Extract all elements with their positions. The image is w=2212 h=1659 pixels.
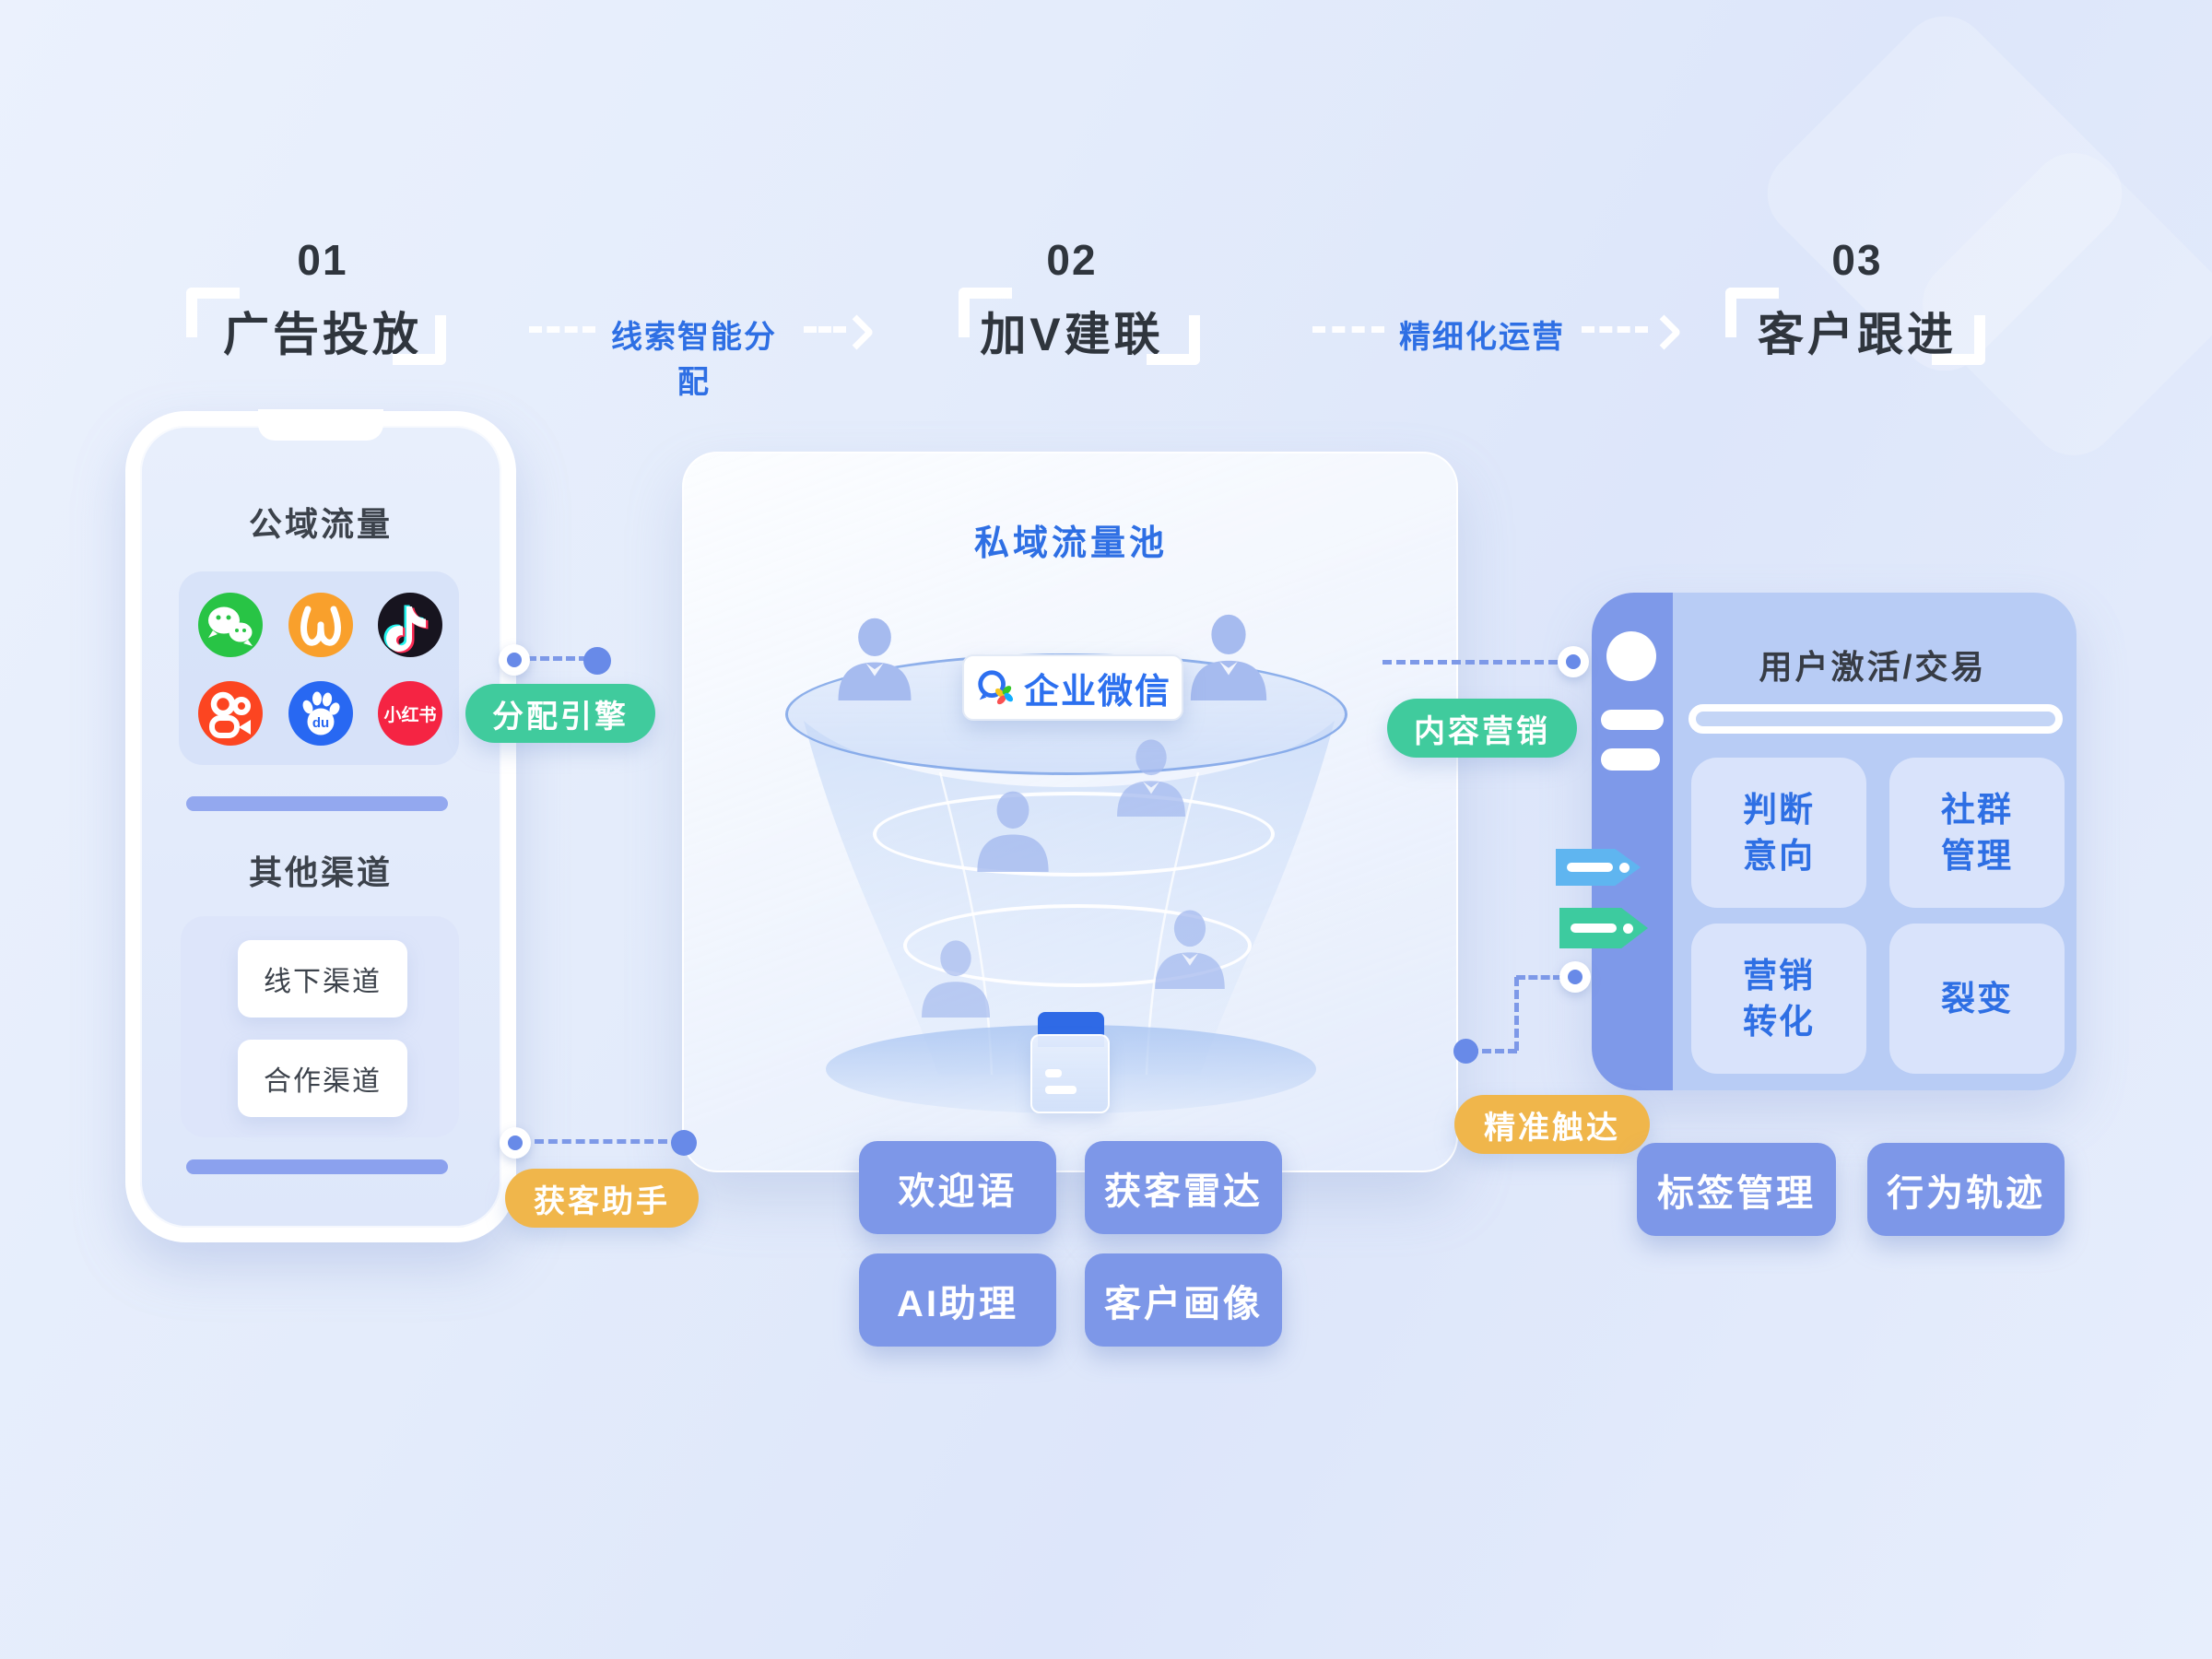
cell-label: 判断意向 <box>1742 790 1815 875</box>
cell-label: 营销转化 <box>1742 956 1815 1041</box>
phone-notch <box>258 409 383 441</box>
bracket-bottom-right-icon <box>393 315 446 365</box>
offline-channel-button[interactable]: 线下渠道 <box>238 940 407 1018</box>
bracket-top-left-icon <box>186 288 240 337</box>
bracket-bottom-right-icon <box>1932 315 1985 365</box>
funnel-ring <box>873 792 1275 877</box>
baidu-icon[interactable]: du <box>288 681 353 746</box>
private-pool-title: 私域流量池 <box>973 524 1168 563</box>
step-2-title: 加V建联 <box>980 309 1164 360</box>
acquisition-assistant-badge: 获客助手 <box>505 1169 699 1228</box>
distribution-engine-badge: 分配引擎 <box>465 684 655 743</box>
connector-ring-dot <box>499 644 530 676</box>
welcome-message-button[interactable]: 欢迎语 <box>859 1141 1056 1234</box>
cell-marketing-conversion: 营销转化 <box>1691 924 1866 1074</box>
connector-ring-dot <box>1559 961 1591 993</box>
arrow-right-icon <box>839 314 875 350</box>
connector-dot <box>1453 1039 1478 1064</box>
tag-management-button[interactable]: 标签管理 <box>1637 1143 1836 1236</box>
funnel-ring <box>903 904 1252 987</box>
connector-dot <box>583 647 611 675</box>
content-marketing-badge: 内容营销 <box>1387 699 1577 758</box>
activation-progress-bar <box>1688 704 2063 734</box>
connector-dash <box>527 656 588 661</box>
activation-card: 用户激活/交易 判断意向 社群管理 营销转化 裂变 <box>1592 593 2077 1090</box>
person-silhouette <box>1117 739 1185 817</box>
cell-community-management: 社群管理 <box>1889 758 2065 908</box>
kuaishou-glyph <box>209 691 251 738</box>
cell-label: 社群管理 <box>1940 790 2013 875</box>
customer-profile-button[interactable]: 客户画像 <box>1085 1253 1282 1347</box>
connector-dot <box>671 1130 697 1156</box>
channel-icons-card: du 小红书 <box>179 571 459 765</box>
wechat-channels-icon[interactable] <box>288 593 353 657</box>
flow-dash <box>529 326 595 333</box>
step-3: 03 客户跟进 <box>1673 235 2041 373</box>
sidebar-bar <box>1601 748 1660 771</box>
behavior-track-button[interactable]: 行为轨迹 <box>1867 1143 2065 1236</box>
kuaishou-icon[interactable] <box>198 681 263 746</box>
baidu-glyph: du <box>302 691 340 735</box>
xiaohongshu-icon[interactable]: 小红书 <box>378 681 442 746</box>
wechat-glyph <box>208 606 253 646</box>
person-silhouette <box>1155 910 1225 989</box>
wecom-label: 企业微信 <box>1023 672 1171 712</box>
precise-reach-badge: 精准触达 <box>1454 1095 1650 1154</box>
connector-dash <box>1469 1049 1517 1053</box>
public-traffic-title: 公域流量 <box>248 505 393 543</box>
cell-fission: 裂变 <box>1889 924 2065 1074</box>
douyin-glyph <box>383 605 429 653</box>
cell-label: 裂变 <box>1941 979 2013 1018</box>
step-1: 01 广告投放 <box>138 235 507 373</box>
connector-dash <box>1514 977 1519 1051</box>
bracket-bottom-right-icon <box>1147 315 1200 365</box>
folder-icon <box>1030 1034 1110 1113</box>
step-3-number: 03 <box>1831 236 1883 284</box>
connector-ring-dot <box>1558 646 1589 677</box>
person-silhouette <box>1190 614 1267 700</box>
connector-dash <box>1382 660 1558 665</box>
bracket-top-left-icon <box>959 288 1012 337</box>
douyin-icon[interactable] <box>378 593 442 657</box>
partner-channel-button[interactable]: 合作渠道 <box>238 1040 407 1117</box>
wechat-icon[interactable] <box>198 593 263 657</box>
sidebar-bar <box>1601 710 1664 730</box>
phone-divider <box>186 796 448 811</box>
acquisition-radar-button[interactable]: 获客雷达 <box>1085 1141 1282 1234</box>
ai-assistant-button[interactable]: AI助理 <box>859 1253 1056 1347</box>
connector-dash <box>535 1139 667 1144</box>
baidu-du-text: du <box>312 715 329 731</box>
person-silhouette <box>922 940 990 1018</box>
phone-divider <box>186 1159 448 1174</box>
wecom-label-pill: 企业微信 <box>962 654 1183 721</box>
step-2-number: 02 <box>1046 236 1098 284</box>
step-3-title: 客户跟进 <box>1758 309 1957 360</box>
other-channels-title: 其他渠道 <box>248 853 393 891</box>
person-silhouette <box>977 791 1049 872</box>
activation-title: 用户激活/交易 <box>1759 648 1987 686</box>
avatar <box>1606 631 1656 681</box>
flow-dash <box>1312 326 1384 333</box>
bracket-top-left-icon <box>1725 288 1779 337</box>
connector-dash <box>1516 975 1562 980</box>
flow-dash <box>804 326 846 333</box>
xiaohongshu-text: 小红书 <box>383 705 437 725</box>
step-1-title: 广告投放 <box>223 309 422 360</box>
connector-ring-dot <box>500 1127 531 1159</box>
flow-1-label: 线索智能分配 <box>611 320 777 400</box>
cell-judge-intent: 判断意向 <box>1691 758 1866 908</box>
wechat-channels-glyph <box>300 606 341 646</box>
person-silhouette <box>838 618 912 700</box>
flow-dash <box>1582 326 1648 333</box>
step-2: 02 加V建联 <box>888 235 1256 373</box>
flow-2-label: 精细化运营 <box>1399 320 1565 355</box>
wecom-logo-icon <box>978 670 1014 705</box>
activation-sidebar <box>1592 593 1673 1090</box>
step-1-number: 01 <box>297 236 348 284</box>
